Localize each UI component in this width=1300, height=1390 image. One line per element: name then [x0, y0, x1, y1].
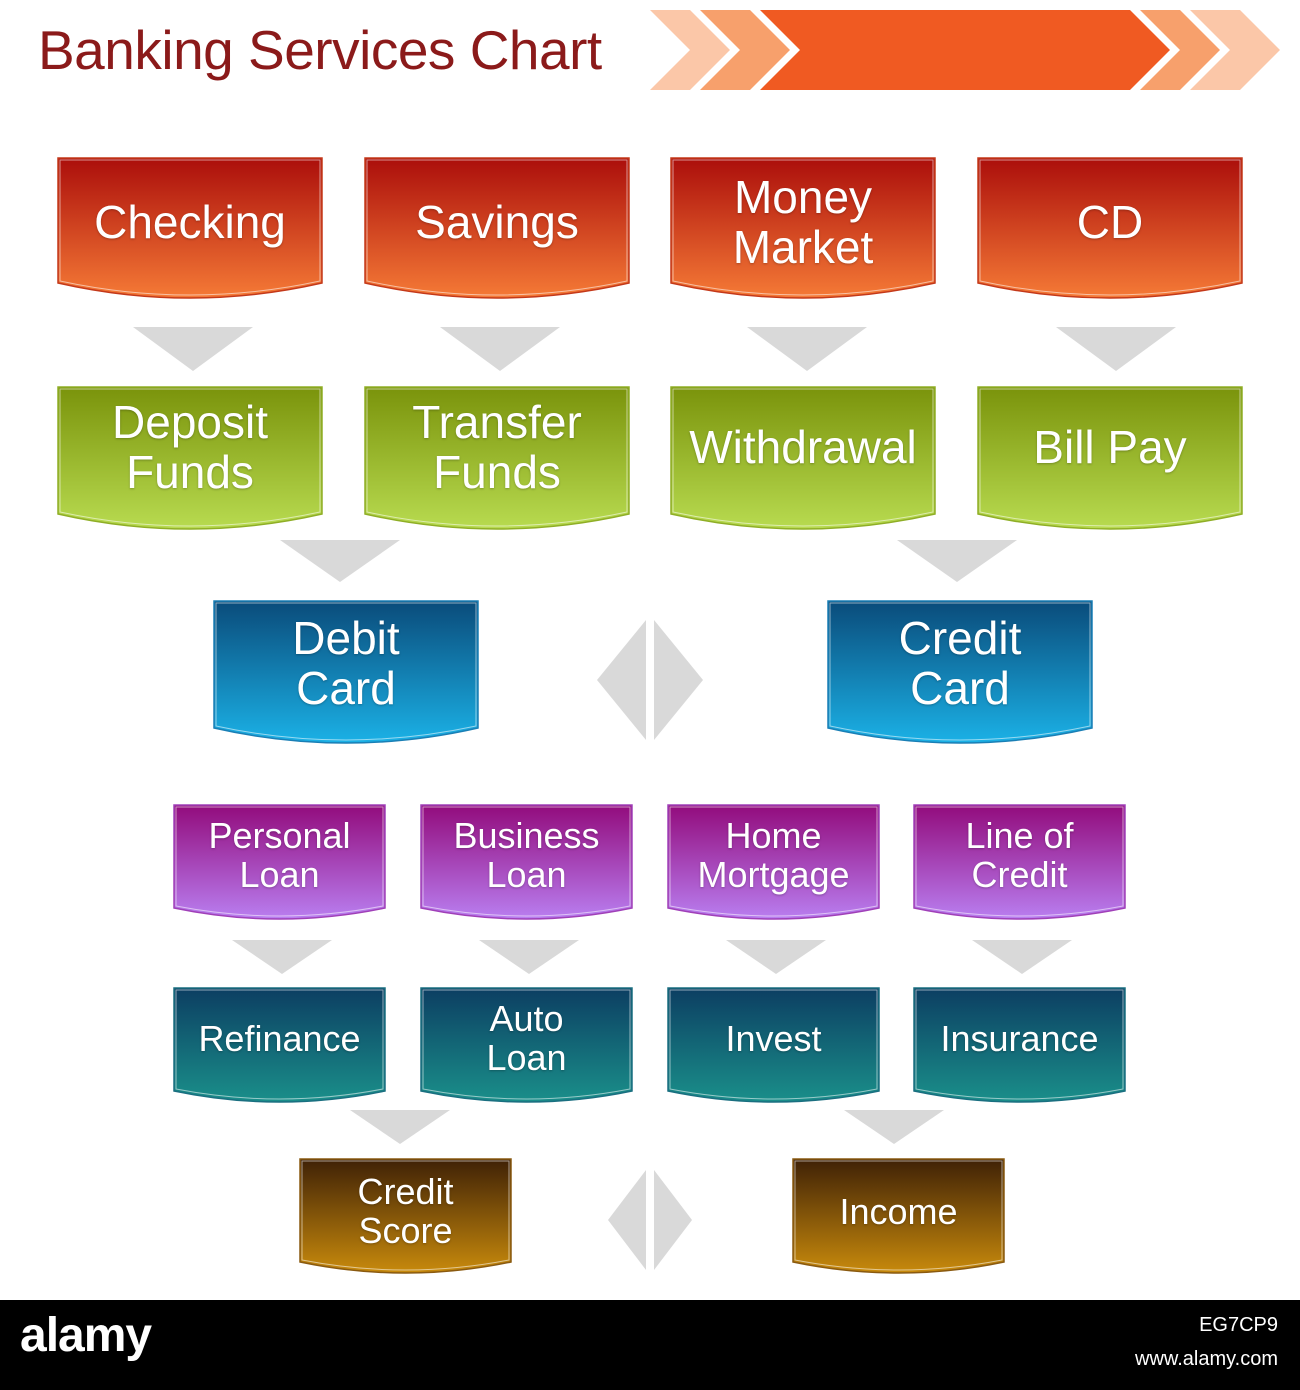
box-label-income: Income — [839, 1190, 958, 1232]
box-shape — [913, 804, 1126, 920]
box-shape — [420, 987, 633, 1103]
box-label-business-loan: Business Loan — [453, 815, 600, 895]
down-arrow-3 — [747, 327, 867, 371]
box-refinance: Refinance — [173, 987, 386, 1111]
box-business-loan: Business Loan — [420, 804, 633, 928]
box-cd: CD — [977, 157, 1243, 307]
box-shape — [670, 157, 936, 299]
box-shape — [667, 987, 880, 1103]
box-label-transfer-funds: Transfer Funds — [412, 396, 582, 498]
box-withdrawal: Withdrawal — [670, 386, 936, 538]
down-arrow-5 — [280, 540, 400, 582]
box-invest: Invest — [667, 987, 880, 1111]
box-shape — [173, 987, 386, 1103]
box-shape — [364, 157, 630, 299]
down-arrow-11 — [350, 1110, 450, 1144]
box-credit-card: Credit Card — [827, 600, 1093, 752]
box-debit-card: Debit Card — [213, 600, 479, 752]
box-home-mortgage: Home Mortgage — [667, 804, 880, 928]
box-shape — [364, 386, 630, 530]
box-label-checking: Checking — [94, 196, 286, 249]
box-shape — [792, 1158, 1005, 1274]
box-label-credit-card: Credit Card — [898, 612, 1022, 714]
footer-bar: alamy EG7CP9 www.alamy.com — [0, 1300, 1300, 1390]
down-arrow-6 — [897, 540, 1017, 582]
box-shape — [977, 386, 1243, 530]
title-banner-arrows — [650, 10, 1280, 90]
box-shape — [667, 804, 880, 920]
box-shape — [173, 804, 386, 920]
box-credit-score: Credit Score — [299, 1158, 512, 1282]
box-savings: Savings — [364, 157, 630, 307]
down-arrow-1 — [133, 327, 253, 371]
box-label-line-of-credit: Line of Credit — [965, 815, 1074, 895]
box-transfer-funds: Transfer Funds — [364, 386, 630, 538]
image-code: EG7CP9 — [1199, 1314, 1278, 1336]
chart-title: Banking Services Chart — [38, 19, 602, 81]
box-bill-pay: Bill Pay — [977, 386, 1243, 538]
box-income: Income — [792, 1158, 1005, 1282]
box-label-insurance: Insurance — [940, 1017, 1099, 1059]
box-shape — [977, 157, 1243, 299]
box-personal-loan: Personal Loan — [173, 804, 386, 928]
box-shape — [670, 386, 936, 530]
bidirectional-arrow-2 — [608, 1170, 692, 1270]
box-deposit-funds: Deposit Funds — [57, 386, 323, 538]
down-arrow-7 — [232, 940, 332, 974]
box-label-deposit-funds: Deposit Funds — [112, 396, 268, 498]
box-label-withdrawal: Withdrawal — [689, 421, 917, 474]
down-arrow-10 — [972, 940, 1072, 974]
box-label-personal-loan: Personal Loan — [208, 815, 351, 895]
box-checking: Checking — [57, 157, 323, 307]
box-label-home-mortgage: Home Mortgage — [697, 815, 850, 895]
box-label-money-market: Money Market — [732, 171, 874, 273]
down-arrow-12 — [844, 1110, 944, 1144]
site-url: www.alamy.com — [1135, 1348, 1278, 1370]
box-shape — [420, 804, 633, 920]
down-arrow-9 — [726, 940, 826, 974]
down-arrow-8 — [479, 940, 579, 974]
alamy-logo: alamy — [20, 1309, 152, 1362]
box-line-of-credit: Line of Credit — [913, 804, 1126, 928]
box-label-cd: CD — [1076, 196, 1144, 249]
box-label-auto-loan: Auto Loan — [486, 998, 567, 1078]
box-shape — [827, 600, 1093, 744]
box-label-savings: Savings — [415, 196, 579, 249]
box-auto-loan: Auto Loan — [420, 987, 633, 1111]
box-insurance: Insurance — [913, 987, 1126, 1111]
box-label-credit-score: Credit Score — [357, 1171, 454, 1251]
box-label-refinance: Refinance — [198, 1017, 361, 1059]
box-shape — [57, 157, 323, 299]
box-shape — [913, 987, 1126, 1103]
box-shape — [213, 600, 479, 744]
box-money-market: Money Market — [670, 157, 936, 307]
box-label-bill-pay: Bill Pay — [1033, 421, 1187, 474]
box-shape — [57, 386, 323, 530]
down-arrow-2 — [440, 327, 560, 371]
box-shape — [299, 1158, 512, 1274]
box-label-debit-card: Debit Card — [292, 612, 400, 714]
bidirectional-arrow-1 — [597, 620, 703, 740]
box-label-invest: Invest — [725, 1017, 822, 1059]
down-arrow-4 — [1056, 327, 1176, 371]
